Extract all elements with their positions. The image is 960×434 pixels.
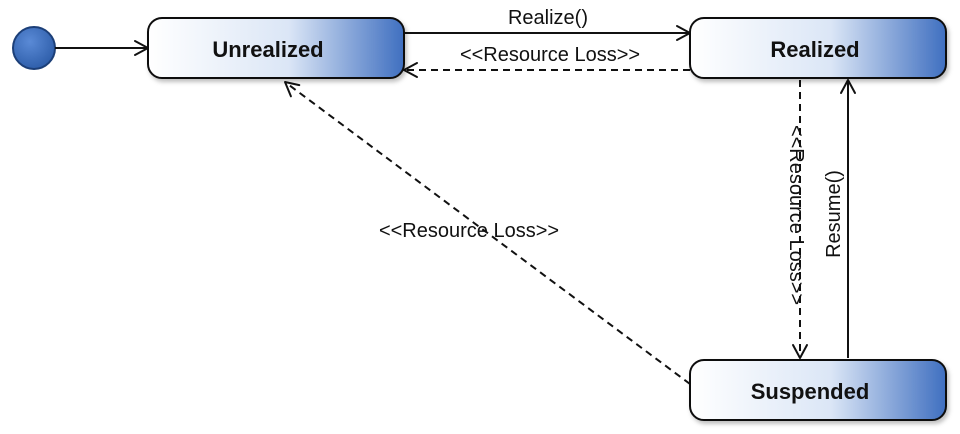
realized-to-unrealized-edge bbox=[403, 62, 690, 78]
realized-to-unrealized-label: <<Resource Loss>> bbox=[460, 44, 640, 66]
realized-to-suspended-label: <<Resource Loss>> bbox=[785, 125, 807, 305]
realize-transition-label: Realize() bbox=[508, 7, 588, 29]
realized-state-node bbox=[689, 17, 947, 79]
suspended-to-unrealized-edge bbox=[284, 81, 691, 385]
realized-state-label: Realized bbox=[770, 37, 859, 62]
suspended-state-label: Suspended bbox=[751, 379, 870, 404]
suspended-state-node bbox=[689, 359, 947, 421]
suspended-to-unrealized-label: <<Resource Loss>> bbox=[379, 220, 559, 242]
resume-transition-label: Resume() bbox=[823, 170, 845, 258]
unrealized-state-node bbox=[147, 17, 405, 79]
unrealized-state-label: Unrealized bbox=[212, 37, 323, 62]
realized-to-suspended-edge bbox=[792, 80, 808, 359]
initial-state-node bbox=[12, 26, 56, 70]
resume-transition-edge bbox=[840, 79, 856, 358]
initial-transition-edge bbox=[55, 40, 149, 56]
